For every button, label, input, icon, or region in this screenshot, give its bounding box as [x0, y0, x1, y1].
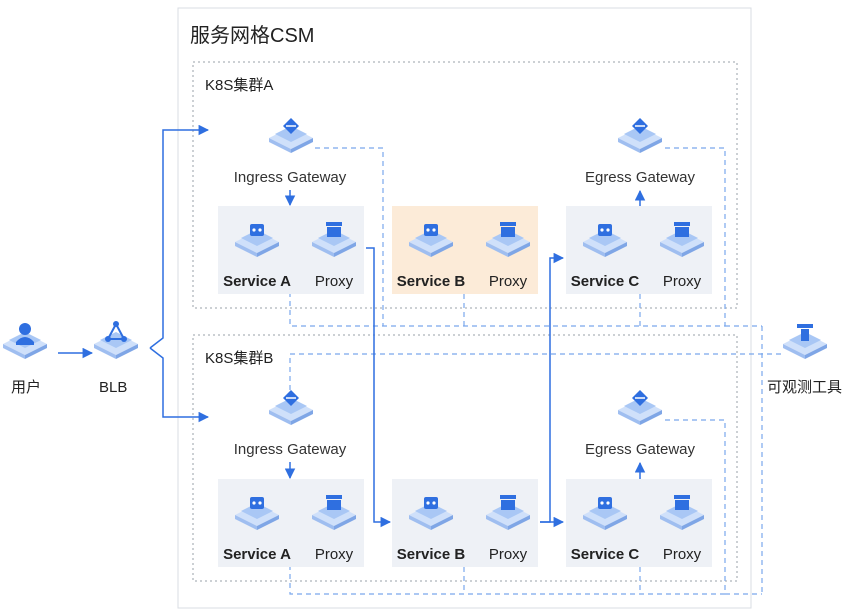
cluster-b-proxy-a-icon	[312, 495, 356, 530]
cluster-b-proxy-c-label: Proxy	[663, 546, 702, 563]
cluster-a-proxy-a-icon	[312, 222, 356, 257]
cluster-b-service-a-icon	[235, 497, 279, 530]
cluster-a-ingress-gateway-icon	[269, 118, 313, 153]
cluster-a-egress-gateway-icon	[618, 118, 662, 153]
cluster-a-label: K8S集群A	[205, 77, 273, 94]
cluster-b-service-a-label: Service A	[223, 546, 291, 563]
observability-icon	[783, 324, 827, 359]
cluster-a-service-b-icon	[409, 224, 453, 257]
telemetry-lines	[289, 147, 785, 595]
cluster-a-ingress-label: Ingress Gateway	[234, 169, 347, 186]
cluster-a-service-a-label: Service A	[223, 273, 291, 290]
csm-title: 服务网格CSM	[190, 24, 314, 47]
cluster-b-egress-label: Egress Gateway	[585, 441, 696, 458]
cluster-b-service-b-label: Service B	[397, 546, 466, 563]
cluster-a-proxy-b-icon	[486, 222, 530, 257]
cluster-a-box	[192, 61, 738, 309]
cluster-a-service-c-icon	[583, 224, 627, 257]
flow-arrows	[58, 124, 646, 528]
blb-label: BLB	[99, 379, 127, 396]
cluster-b-box	[192, 334, 738, 582]
cluster-b-proxy-a-label: Proxy	[315, 546, 354, 563]
arrow-blb-to-cluster-a	[149, 124, 210, 349]
cluster-a-proxy-b-label: Proxy	[489, 273, 528, 290]
cluster-a-egress-label: Egress Gateway	[585, 169, 696, 186]
cluster-a-proxy-c-label: Proxy	[663, 273, 702, 290]
cluster-a-proxy-a-label: Proxy	[315, 273, 354, 290]
cluster-a-service-c-label: Service C	[571, 273, 640, 290]
cluster-b-proxy-c-icon	[660, 495, 704, 530]
cluster-a-proxy-c-icon	[660, 222, 704, 257]
cluster-a-service-a-icon	[235, 224, 279, 257]
user-label: 用户	[11, 379, 41, 396]
observability-label: 可观测工具	[767, 379, 842, 396]
arrow-blb-to-cluster-b	[149, 347, 210, 423]
cluster-b-egress-gateway-icon	[618, 390, 662, 425]
cluster-b-label: K8S集群B	[205, 350, 273, 367]
cluster-b-ingress-gateway-icon	[269, 390, 313, 425]
cluster-b-proxy-b-label: Proxy	[489, 546, 528, 563]
cluster-a-service-b-label: Service B	[397, 273, 466, 290]
cluster-b-service-c-label: Service C	[571, 546, 640, 563]
arrow-cluster-b-service-b-to-cluster-a-service-c	[540, 252, 565, 523]
user-icon	[3, 323, 47, 359]
blb-icon	[94, 321, 138, 359]
cluster-b-ingress-label: Ingress Gateway	[234, 441, 347, 458]
arrow-cluster-a-service-a-to-cluster-b-service-b	[366, 247, 392, 528]
cluster-b-proxy-b-icon	[486, 495, 530, 530]
cluster-b-service-c-icon	[583, 497, 627, 530]
cluster-b-service-b-icon	[409, 497, 453, 530]
